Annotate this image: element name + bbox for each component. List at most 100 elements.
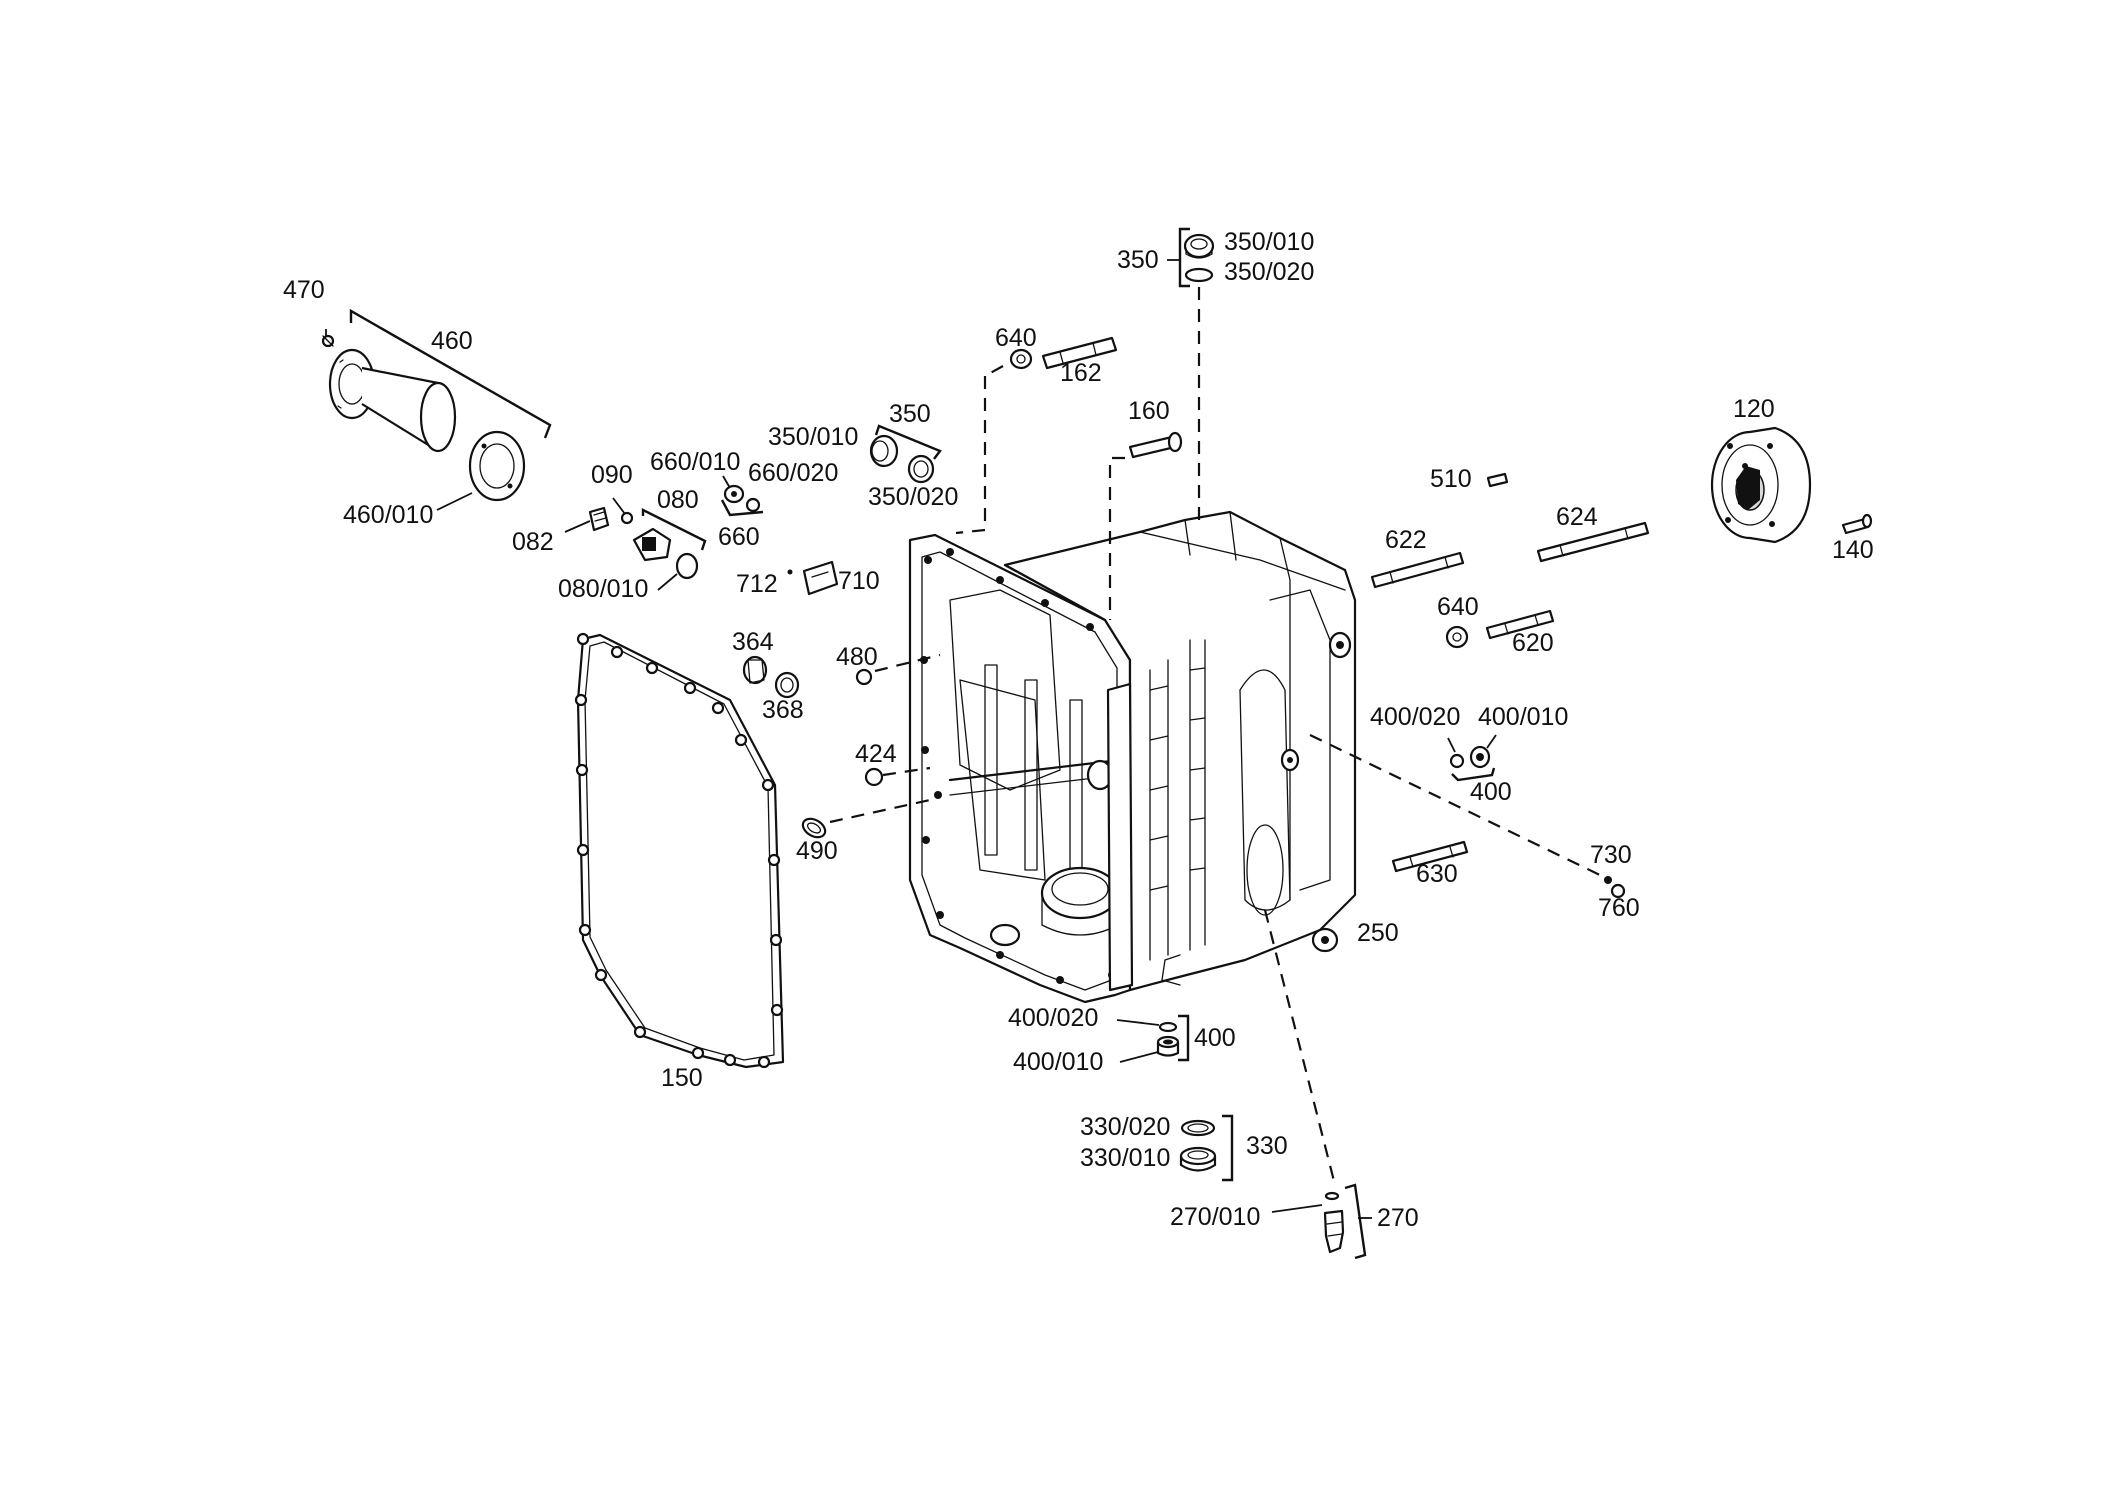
label-730: 730 [1590, 841, 1632, 869]
bracket-270 [1344, 1183, 1367, 1260]
label-162: 162 [1060, 359, 1102, 387]
assembly-line-640-top-stub [984, 365, 1004, 377]
leader-082 [564, 520, 591, 533]
label-140: 140 [1832, 536, 1874, 564]
leader-080-010 [657, 573, 678, 591]
assembly-line-730 [1309, 734, 1603, 877]
part-710-plate [802, 560, 839, 596]
part-460-cover-tube [328, 348, 457, 453]
label-080: 080 [657, 486, 699, 514]
label-622: 622 [1385, 526, 1427, 554]
label-330-010: 330/010 [1080, 1144, 1170, 1172]
part-082-sensor [588, 506, 610, 532]
part-400-020-ring-right [1449, 753, 1465, 769]
part-730-ball [1604, 876, 1612, 884]
part-480-ring [855, 668, 873, 686]
part-640-nut-right [1445, 625, 1469, 649]
part-120-pump-cover [1710, 426, 1812, 544]
leader-400-010-bottom [1119, 1051, 1159, 1063]
label-364: 364 [732, 628, 774, 656]
assembly-line-480 [874, 653, 941, 673]
label-760: 760 [1598, 894, 1640, 922]
label-250: 250 [1357, 919, 1399, 947]
leader-460-010 [436, 492, 473, 511]
label-350-020-top: 350/020 [1224, 258, 1314, 286]
part-400-010-plug-right [1469, 745, 1491, 769]
part-140-screw [1841, 513, 1873, 535]
label-624: 624 [1556, 503, 1598, 531]
part-350-020-seal-left [907, 454, 935, 484]
label-400-020-right: 400/020 [1370, 703, 1460, 731]
label-400-right: 400 [1470, 778, 1512, 806]
assembly-line-270 [1263, 909, 1337, 1186]
part-660-020-ring [745, 497, 761, 513]
label-460-010: 460/010 [343, 501, 433, 529]
part-620-stud [1485, 609, 1555, 640]
part-630-stud [1391, 840, 1469, 873]
leader-270-010 [1271, 1204, 1323, 1213]
part-510-pin [1486, 472, 1509, 488]
assembly-line-640-top [955, 376, 987, 535]
assembly-line-424 [882, 766, 931, 777]
part-160-bolt [1128, 431, 1183, 459]
part-162-stud [1041, 336, 1118, 370]
bracket-460 [349, 308, 552, 439]
assembly-line-160 [1108, 456, 1125, 620]
bracket-350-left [874, 424, 942, 460]
bracket-350-top [1178, 227, 1190, 288]
label-490: 490 [796, 837, 838, 865]
label-660: 660 [718, 523, 760, 551]
label-710: 710 [838, 567, 880, 595]
part-350-010-plug-left [869, 434, 899, 468]
bracket-080 [641, 508, 707, 551]
label-640-top: 640 [995, 324, 1037, 352]
part-400-010-plug-bottom [1156, 1035, 1180, 1057]
bracket-660 [720, 499, 764, 517]
label-120: 120 [1733, 395, 1775, 423]
part-424-plug [864, 767, 884, 787]
label-660-010: 660/010 [650, 448, 740, 476]
label-470: 470 [283, 276, 325, 304]
label-424: 424 [855, 740, 897, 768]
leader-400-020-right [1447, 737, 1456, 753]
leader-090 [612, 497, 626, 515]
part-470-screw [321, 334, 335, 348]
leader-400-010-right [1486, 734, 1497, 749]
label-460: 460 [431, 327, 473, 355]
part-080-valve [632, 527, 672, 562]
label-630: 630 [1416, 860, 1458, 888]
part-270-sensor [1323, 1209, 1345, 1254]
part-490-oring [801, 817, 827, 839]
part-364-plug [742, 655, 768, 685]
label-330: 330 [1246, 1132, 1288, 1160]
part-330-010-plug [1179, 1146, 1217, 1172]
label-350-020-left: 350/020 [868, 483, 958, 511]
part-250-housing [908, 510, 1357, 1004]
part-150-gasket [574, 632, 785, 1069]
part-330-020-seal [1180, 1119, 1216, 1137]
label-350-010-left: 350/010 [768, 423, 858, 451]
part-368-seal [774, 671, 800, 699]
label-160: 160 [1128, 397, 1170, 425]
label-400-bottom: 400 [1194, 1024, 1236, 1052]
leader-660-010 [722, 475, 731, 489]
bracket-400-right [1451, 767, 1496, 782]
part-350-020-seal-top [1184, 267, 1214, 283]
label-270: 270 [1377, 1204, 1419, 1232]
label-480: 480 [836, 643, 878, 671]
label-510: 510 [1430, 465, 1472, 493]
label-620: 620 [1512, 629, 1554, 657]
bracket-400-bottom [1178, 1014, 1190, 1062]
label-082: 082 [512, 528, 554, 556]
label-660-020: 660/020 [748, 459, 838, 487]
assembly-line-490 [829, 798, 931, 824]
label-350-010-top: 350/010 [1224, 228, 1314, 256]
part-660-010-plug [723, 484, 745, 504]
part-622-stud [1370, 551, 1465, 589]
label-090: 090 [591, 461, 633, 489]
label-330-020: 330/020 [1080, 1113, 1170, 1141]
label-712: 712 [736, 570, 778, 598]
part-712-dot [787, 569, 793, 575]
